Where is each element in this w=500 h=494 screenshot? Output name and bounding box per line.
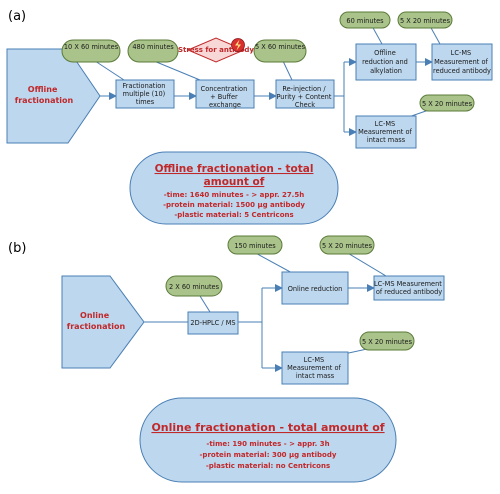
online-fractionation-title: Online fractionation: [67, 311, 126, 331]
offline-summary-title-line2: amount of: [204, 176, 265, 188]
offline-fractionation-arrow: [6, 48, 101, 144]
time-pill-lcms-intact-text: 5 X 20 minutes: [422, 100, 473, 108]
time-pill-lcms-reduced: 5 X 20 minutes: [397, 11, 453, 29]
offline-summary-title-line1: Offline fractionation - total: [155, 163, 314, 175]
online-summary-line-plastic: -plastic material: no Centricons: [206, 462, 330, 470]
online-summary-line-time: -time: 190 minutes - > appr. 3h: [206, 440, 329, 448]
time-pill-reinjection-text: 5 X 60 minutes: [255, 43, 306, 51]
step-concentration-text: Concentration + Buffer exchange: [201, 85, 250, 109]
time-pill-lcms-reduced-text: 5 X 20 minutes: [400, 17, 451, 25]
time-pill-online-reduction: 150 minutes: [227, 235, 283, 255]
offline-summary: Offline fractionation - total amount of …: [129, 151, 339, 225]
online-summary-title: Online fractionation - total amount of: [151, 421, 384, 434]
online-fractionation-arrow: [61, 275, 145, 369]
time-pill-lcms-intact: 5 X 20 minutes: [419, 94, 475, 112]
time-pill-online-lcms-reduced-text: 5 X 20 minutes: [322, 242, 373, 250]
time-pill-online-lcms-intact-text: 5 X 20 minutes: [362, 338, 413, 346]
panel-b-label: (b): [8, 241, 26, 256]
time-pill-online-lcms-intact: 5 X 20 minutes: [359, 331, 415, 351]
step-offline-reduction-text: Offline reduction and alkylation: [362, 49, 410, 75]
offline-summary-line-time: -time: 1640 minutes - > appr. 27.5h: [164, 191, 304, 199]
step-reinjection-text: Re-injection / Purity + Content Check: [276, 85, 333, 109]
time-pill-concentration-text: 480 minutes: [132, 43, 174, 51]
step-online-lcms-reduced-text: LC-MS Measurement of reduced antibody: [374, 280, 444, 296]
step-lcms-intact-text: LC-MS Measurement of intact mass: [358, 120, 414, 144]
time-pill-fractionation-text: 10 X 60 minutes: [64, 43, 119, 51]
offline-summary-line-protein: -protein material: 1500 µg antibody: [163, 201, 305, 209]
pill-connector-a4: [371, 25, 383, 45]
time-pill-hplc: 2 X 60 minutes: [165, 275, 223, 297]
time-pill-hplc-text: 2 X 60 minutes: [169, 283, 220, 291]
lightning-icon: [231, 38, 245, 52]
stress-label: Stress for antibody: [178, 46, 254, 54]
step-online-reduction-text: Online reduction: [288, 285, 343, 293]
step-lcms-intact: LC-MS Measurement of intact mass: [355, 115, 417, 149]
pill-connector-a2: [153, 60, 201, 81]
stress-diamond: Stress for antibody: [178, 37, 254, 63]
online-summary: Online fractionation - total amount of -…: [139, 397, 397, 483]
step-online-lcms-reduced: LC-MS Measurement of reduced antibody: [373, 275, 445, 301]
step-concentration: Concentration + Buffer exchange: [195, 79, 255, 109]
time-pill-reinjection: 5 X 60 minutes: [253, 39, 307, 63]
panel-a-label: (a): [8, 9, 26, 24]
step-online-reduction: Online reduction: [281, 271, 349, 305]
step-fractionation: Fractionation multiple (10) times: [115, 79, 175, 109]
step-lcms-reduced: LC-MS Measurement of reduced antibody: [431, 43, 493, 81]
time-pill-fractionation: 10 X 60 minutes: [61, 39, 121, 63]
time-pill-offline-reduction-text: 60 minutes: [346, 17, 384, 25]
time-pill-concentration: 480 minutes: [127, 39, 179, 63]
pill-connector-a3: [282, 60, 293, 81]
time-pill-online-lcms-reduced: 5 X 20 minutes: [319, 235, 375, 255]
pill-connector-a5: [429, 25, 441, 45]
online-summary-line-protein: -protein material: 300 µg antibody: [200, 451, 337, 459]
offline-summary-line-plastic: -plastic material: 5 Centricons: [174, 211, 293, 219]
step-online-lcms-intact-text: LC-MS Measurement of intact mass: [287, 356, 343, 380]
step-reinjection: Re-injection / Purity + Content Check: [275, 79, 335, 109]
time-pill-online-reduction-text: 150 minutes: [234, 242, 276, 250]
step-online-lcms-intact: LC-MS Measurement of intact mass: [281, 351, 349, 385]
offline-fractionation-title: Offline fractionation: [15, 85, 74, 105]
pill-connector-b3: [345, 251, 387, 277]
step-hplc: 2D-HPLC / MS: [187, 311, 239, 335]
pill-connector-b1: [199, 295, 211, 313]
step-offline-reduction: Offline reduction and alkylation: [355, 43, 417, 81]
step-hplc-text: 2D-HPLC / MS: [190, 319, 235, 327]
time-pill-offline-reduction: 60 minutes: [339, 11, 391, 29]
step-lcms-reduced-text: LC-MS Measurement of reduced antibody: [433, 49, 491, 75]
step-fractionation-text: Fractionation multiple (10) times: [122, 82, 167, 106]
